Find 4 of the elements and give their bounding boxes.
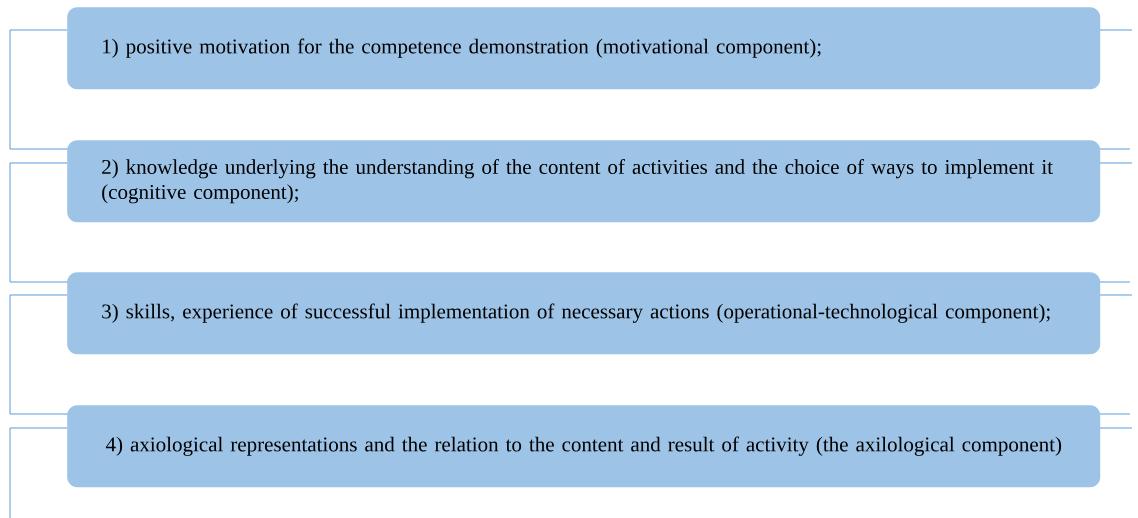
list-box: 2) knowledge underlying the understanding of the content of activities and the choice of ways to implement it (cognitive component); [67, 140, 1101, 223]
list-box: 4) axiological representations and the relation to the content and result of activity (the axilological component) [67, 405, 1101, 488]
list-box: 1) positive motivation for the competence demonstration (motivational component); [67, 7, 1101, 90]
list-box: 3) skills, experience of successful implementation of necessary actions (operational-technological component); [67, 272, 1101, 355]
